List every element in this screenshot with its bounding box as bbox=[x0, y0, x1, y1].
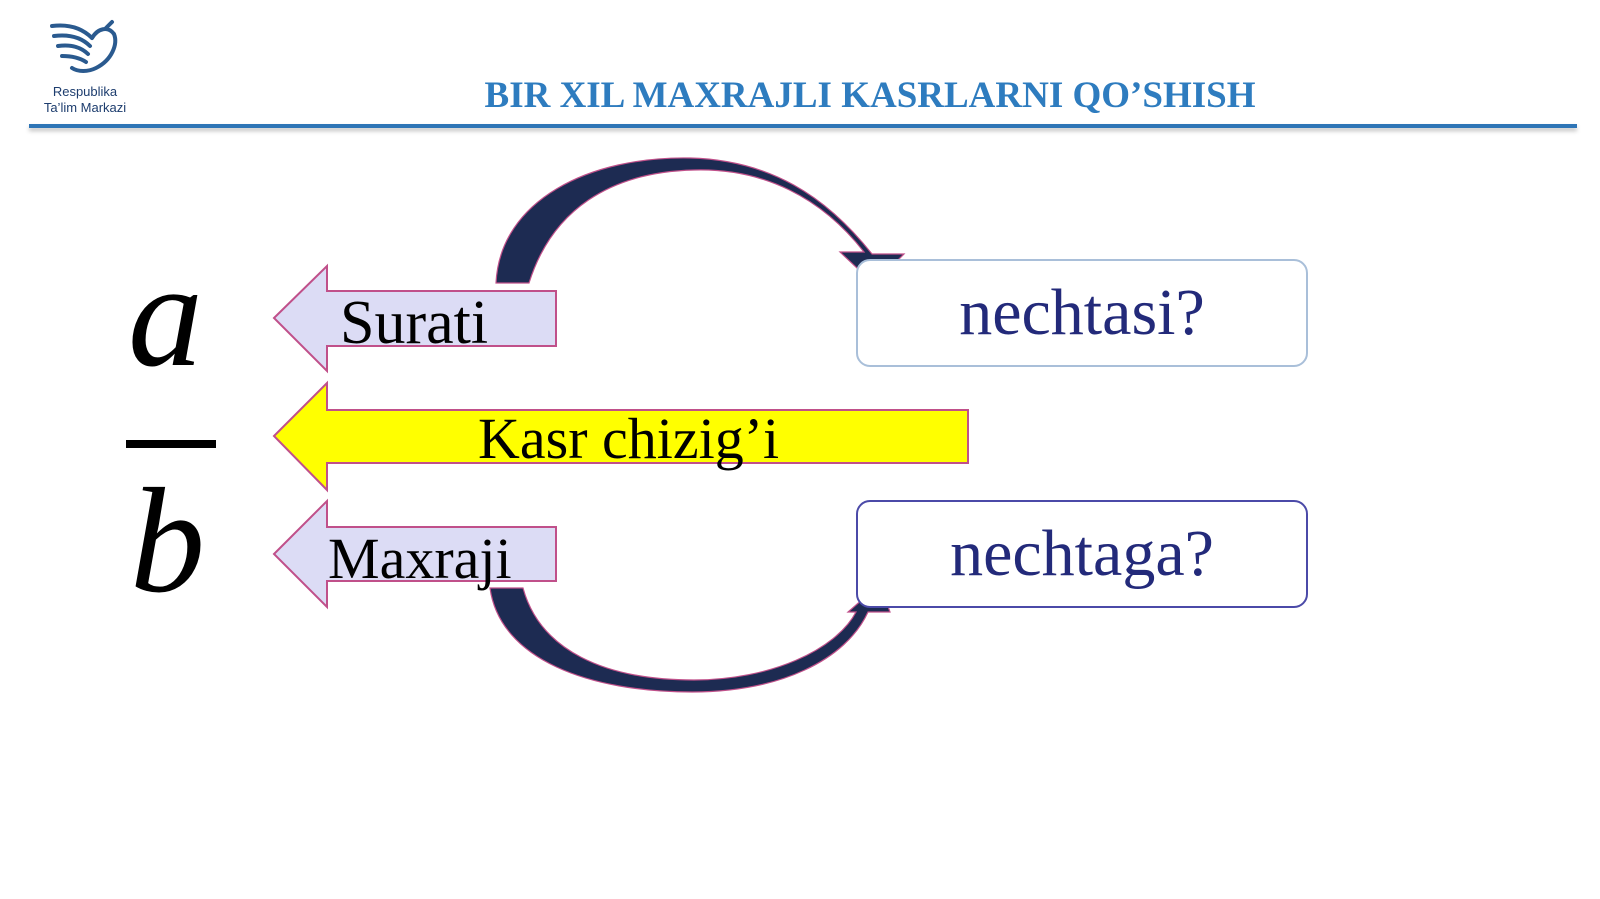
fraction-line-label: Kasr chizig’i bbox=[478, 406, 780, 471]
title-underline bbox=[29, 124, 1577, 128]
bird-logo-icon bbox=[50, 20, 118, 73]
logo-text-line1: Respublika bbox=[52, 84, 118, 99]
question-box-bottom: nechtaga? bbox=[856, 500, 1308, 608]
fraction-denominator: b bbox=[130, 458, 205, 624]
slide-title: BIR XIL MAXRAJLI KASRLARNI QO’SHISH bbox=[484, 75, 1256, 116]
numerator-arrow bbox=[272, 263, 557, 374]
question-top-text: nechtasi? bbox=[959, 276, 1205, 349]
fraction-line-arrow bbox=[272, 380, 969, 493]
logo: Respublika Ta’lim Markazi bbox=[30, 14, 140, 119]
question-bottom-text: nechtaga? bbox=[950, 517, 1214, 590]
fraction-numerator: a bbox=[128, 232, 203, 398]
bottom-curved-arrow bbox=[489, 582, 891, 693]
fraction-bar bbox=[126, 440, 216, 448]
numerator-label: Surati bbox=[340, 289, 489, 357]
denominator-arrow bbox=[272, 498, 557, 610]
logo-text-line2: Ta’lim Markazi bbox=[43, 100, 127, 115]
question-box-top: nechtasi? bbox=[856, 259, 1308, 367]
denominator-label: Maxraji bbox=[328, 526, 512, 591]
top-curved-arrow bbox=[495, 157, 906, 285]
